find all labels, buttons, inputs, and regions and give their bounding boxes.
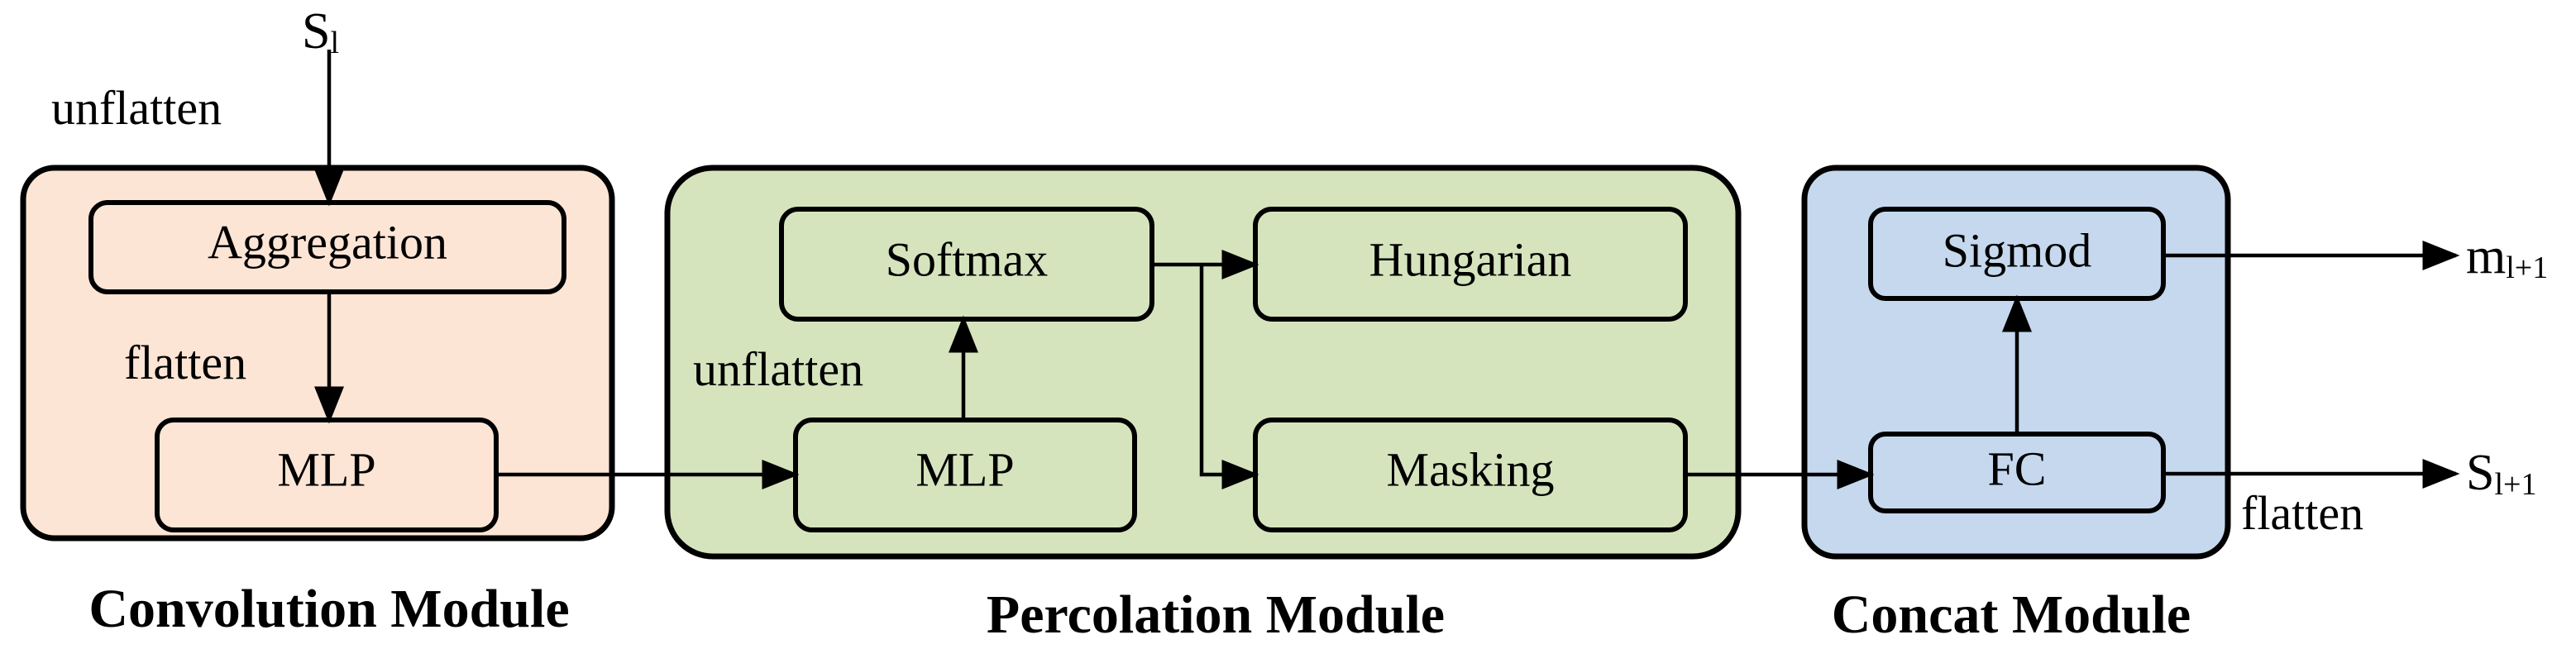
arrow-softmax-to-masking	[1199, 265, 1259, 489]
convolution-module-caption: Convolution Module	[88, 579, 569, 639]
output-m-base: m	[2466, 228, 2506, 284]
concat-module-caption: Concat Module	[1832, 585, 2191, 645]
output-m-subscript: l+1	[2506, 251, 2548, 285]
input-s-l-base: S	[302, 3, 330, 60]
hungarian-label: Hungarian	[1369, 232, 1572, 286]
conv-mlp-label: MLP	[277, 442, 375, 496]
flatten-output-label: flatten	[2241, 486, 2363, 540]
unflatten-input-label: unflatten	[51, 81, 222, 135]
softmax-label: Softmax	[886, 232, 1049, 286]
input-s-l-subscript: l	[330, 26, 339, 60]
output-m-label: ml+1	[2466, 228, 2548, 285]
output-s-label: Sl+1	[2466, 445, 2536, 502]
perc-mlp-label: MLP	[915, 442, 1014, 496]
percolation-module-caption: Percolation Module	[987, 585, 1445, 645]
flatten-conv-label: flatten	[124, 336, 246, 389]
output-s-base: S	[2466, 445, 2494, 501]
fc-label: FC	[1988, 441, 2047, 495]
aggregation-label: Aggregation	[208, 215, 447, 269]
output-s-subscript: l+1	[2494, 467, 2536, 502]
unflatten-perc-label: unflatten	[693, 342, 863, 396]
masking-label: Masking	[1387, 442, 1555, 496]
sigmod-label: Sigmod	[1943, 223, 2092, 277]
input-s-l-label: Sl	[302, 3, 339, 60]
